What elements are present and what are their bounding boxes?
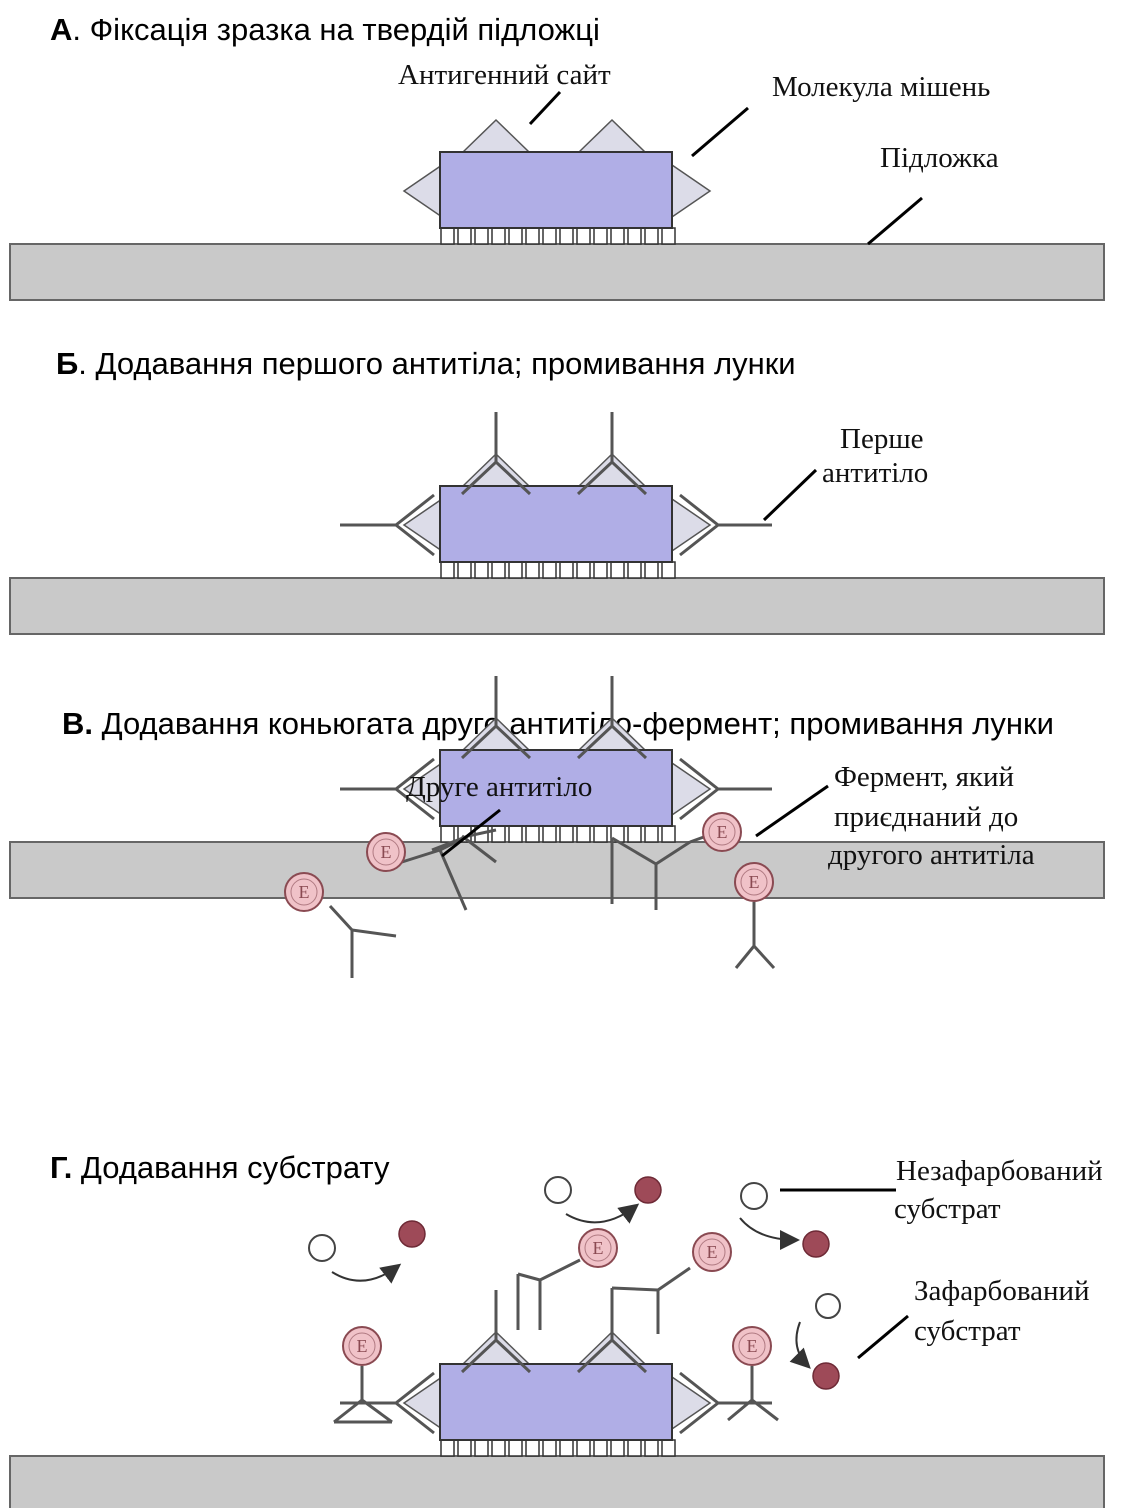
reaction-arrow bbox=[740, 1218, 796, 1240]
panel-b-letter: Б bbox=[56, 346, 78, 381]
label-antigen-site: Антигенний сайт bbox=[398, 59, 611, 91]
panel-b-heading: Б. Додавання першого антитіла; промиванн… bbox=[56, 346, 796, 381]
label-substrate: Підложка bbox=[880, 142, 999, 174]
enzyme-letter: E bbox=[357, 1336, 368, 1356]
panel-c: В. Додавання коньюгата друге антитіло-фе… bbox=[10, 676, 1104, 978]
panel-b-leader-line bbox=[764, 470, 816, 520]
enzyme-letter: E bbox=[381, 842, 392, 862]
panel-a-title: . Фіксація зразка на твердій підложці bbox=[72, 12, 599, 47]
enzyme-letter: E bbox=[593, 1238, 604, 1258]
enzyme-letter: E bbox=[299, 882, 310, 902]
panel-b-scene bbox=[10, 412, 1104, 634]
panel-d-heading: Г. Додавання субстрату bbox=[50, 1150, 390, 1185]
panel-d-title: Додавання субстрату bbox=[72, 1150, 390, 1185]
uncolored-substrate-icon bbox=[309, 1235, 335, 1261]
panel-b-title: . Додавання першого антитіла; промивання… bbox=[78, 346, 795, 381]
label-colored-substrate-line1: Зафарбований bbox=[914, 1275, 1090, 1307]
panel-d-letter: Г. bbox=[50, 1150, 72, 1185]
label-second-antibody: Друге антитіло bbox=[406, 771, 592, 803]
panel-a: А. Фіксація зразка на твердій підложці А… bbox=[10, 12, 1104, 300]
uncolored-substrate-icon bbox=[816, 1294, 840, 1318]
enzyme-letter: E bbox=[717, 822, 728, 842]
reaction-arrow bbox=[332, 1266, 398, 1281]
panel-d-leader-lines bbox=[780, 1190, 908, 1358]
label-enzyme-line2: приєднаний до bbox=[834, 801, 1018, 833]
label-first-antibody-line1: Перше bbox=[840, 423, 924, 455]
label-colored-substrate-line2: субстрат bbox=[914, 1315, 1021, 1347]
enzyme-letter: E bbox=[747, 1336, 758, 1356]
colored-substrate-icon bbox=[813, 1363, 839, 1389]
substrate-plate-with-target bbox=[10, 454, 1104, 634]
colored-substrate-icon bbox=[635, 1177, 661, 1203]
panel-a-letter: А bbox=[50, 12, 72, 47]
panel-c-letter: В. bbox=[62, 706, 93, 741]
panel-b: Б. Додавання першого антитіла; промиванн… bbox=[10, 346, 1104, 634]
label-enzyme-line1: Фермент, який bbox=[834, 761, 1014, 793]
colored-substrate-icon bbox=[803, 1231, 829, 1257]
reaction-arrow bbox=[566, 1206, 636, 1222]
label-first-antibody-line2: антитіло bbox=[822, 457, 928, 489]
uncolored-substrate-icon bbox=[545, 1177, 571, 1203]
reaction-arrow bbox=[796, 1322, 808, 1366]
panel-a-heading: А. Фіксація зразка на твердій підложці bbox=[50, 12, 600, 47]
enzyme-letter: E bbox=[749, 872, 760, 892]
uncolored-substrate-icon bbox=[741, 1183, 767, 1209]
panel-c-title: Додавання коньюгата друге антитіло-ферме… bbox=[93, 706, 1054, 741]
substrate-plate-with-target bbox=[10, 1332, 1104, 1508]
panel-c-heading: В. Додавання коньюгата друге антитіло-фе… bbox=[62, 706, 1054, 741]
label-enzyme-line3: другого антитіла bbox=[828, 839, 1035, 871]
enzyme-letter: E bbox=[707, 1242, 718, 1262]
label-uncolored-substrate-line1: Незафарбований bbox=[896, 1155, 1103, 1187]
label-uncolored-substrate-line2: субстрат bbox=[894, 1193, 1001, 1225]
colored-substrate-icon bbox=[399, 1221, 425, 1247]
panel-d: Г. Додавання субстрату E E E bbox=[10, 1150, 1104, 1508]
label-target-molecule: Молекула мішень bbox=[772, 71, 990, 103]
